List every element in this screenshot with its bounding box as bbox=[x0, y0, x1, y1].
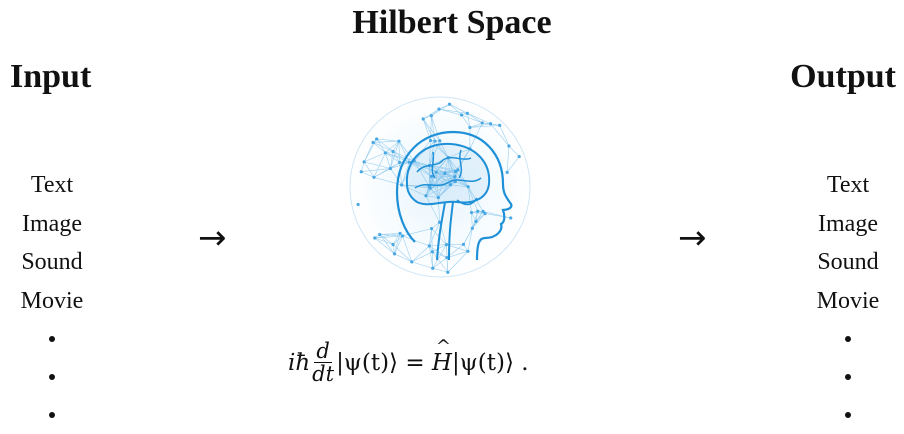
fraction-denominator: dt bbox=[312, 363, 334, 385]
network-node bbox=[431, 250, 434, 253]
network-node bbox=[373, 236, 376, 239]
network-node bbox=[448, 103, 451, 106]
output-item-movie: Movie bbox=[796, 282, 900, 321]
ellipsis-dot bbox=[0, 320, 104, 358]
network-node bbox=[398, 232, 401, 235]
network-node bbox=[431, 267, 434, 270]
network-node bbox=[363, 160, 366, 163]
network-node bbox=[430, 114, 433, 117]
network-node bbox=[371, 141, 374, 144]
diagram-title: Hilbert Space bbox=[0, 4, 904, 42]
network-node bbox=[474, 220, 477, 223]
network-node bbox=[433, 139, 436, 142]
network-node bbox=[506, 171, 509, 174]
input-item-image: Image bbox=[0, 205, 104, 244]
output-heading: Output bbox=[790, 58, 896, 96]
brain-network-sphere-image bbox=[345, 92, 535, 282]
network-node bbox=[470, 211, 473, 214]
network-node bbox=[481, 121, 484, 124]
schrodinger-equation: iħ d dt |ψ(t)⟩ = H |ψ(t)⟩ . bbox=[288, 340, 529, 385]
network-node bbox=[393, 252, 396, 255]
network-node bbox=[466, 112, 469, 115]
network-node bbox=[357, 203, 360, 206]
network-node bbox=[471, 227, 474, 230]
input-item-movie: Movie bbox=[0, 282, 104, 321]
network-node bbox=[437, 107, 440, 110]
network-node bbox=[476, 210, 479, 213]
right-arrow-icon: → bbox=[678, 218, 707, 258]
network-node bbox=[446, 271, 449, 274]
network-node bbox=[430, 227, 433, 230]
ellipsis-dot bbox=[0, 358, 104, 396]
network-node bbox=[400, 183, 403, 186]
network-node bbox=[509, 216, 512, 219]
ellipsis-dot bbox=[796, 358, 900, 396]
network-node bbox=[481, 210, 484, 213]
network-node bbox=[410, 260, 413, 263]
ellipsis-dot bbox=[796, 396, 900, 434]
ellipsis-dot bbox=[796, 320, 900, 358]
network-node bbox=[384, 151, 387, 154]
network-node bbox=[398, 161, 401, 164]
network-node bbox=[391, 243, 394, 246]
network-node bbox=[428, 244, 431, 247]
network-node bbox=[445, 243, 448, 246]
network-node bbox=[489, 122, 492, 125]
network-node bbox=[378, 233, 381, 236]
network-node bbox=[462, 243, 465, 246]
network-node bbox=[518, 155, 521, 158]
hamiltonian-operator: H bbox=[432, 350, 452, 376]
network-node bbox=[360, 170, 363, 173]
network-node bbox=[397, 140, 400, 143]
network-node bbox=[422, 117, 425, 120]
output-item-text: Text bbox=[796, 166, 900, 205]
input-heading: Input bbox=[10, 58, 91, 96]
right-arrow-icon: → bbox=[198, 218, 227, 258]
network-node bbox=[391, 150, 394, 153]
equation-prefix: iħ bbox=[288, 350, 310, 376]
network-node bbox=[429, 139, 432, 142]
input-item-sound: Sound bbox=[0, 243, 104, 282]
equals-sign: = bbox=[398, 350, 432, 376]
state-ket: |ψ(t)⟩ bbox=[336, 350, 398, 376]
network-node bbox=[389, 167, 392, 170]
output-item-image: Image bbox=[796, 205, 900, 244]
network-node bbox=[438, 139, 441, 142]
input-list: Text Image Sound Movie bbox=[0, 166, 104, 434]
fraction-numerator: d bbox=[314, 340, 331, 363]
network-node bbox=[468, 126, 471, 129]
output-item-sound: Sound bbox=[796, 243, 900, 282]
ellipsis-dot bbox=[0, 396, 104, 434]
network-node bbox=[498, 124, 501, 127]
network-node bbox=[466, 250, 469, 253]
derivative-fraction: d dt bbox=[312, 340, 334, 385]
input-item-text: Text bbox=[0, 166, 104, 205]
network-node bbox=[507, 144, 510, 147]
network-node bbox=[460, 113, 463, 116]
rhs-ket: |ψ(t)⟩ . bbox=[452, 350, 529, 376]
network-node bbox=[375, 137, 378, 140]
network-node bbox=[372, 176, 375, 179]
network-node bbox=[401, 234, 404, 237]
output-list: Text Image Sound Movie bbox=[796, 166, 900, 434]
